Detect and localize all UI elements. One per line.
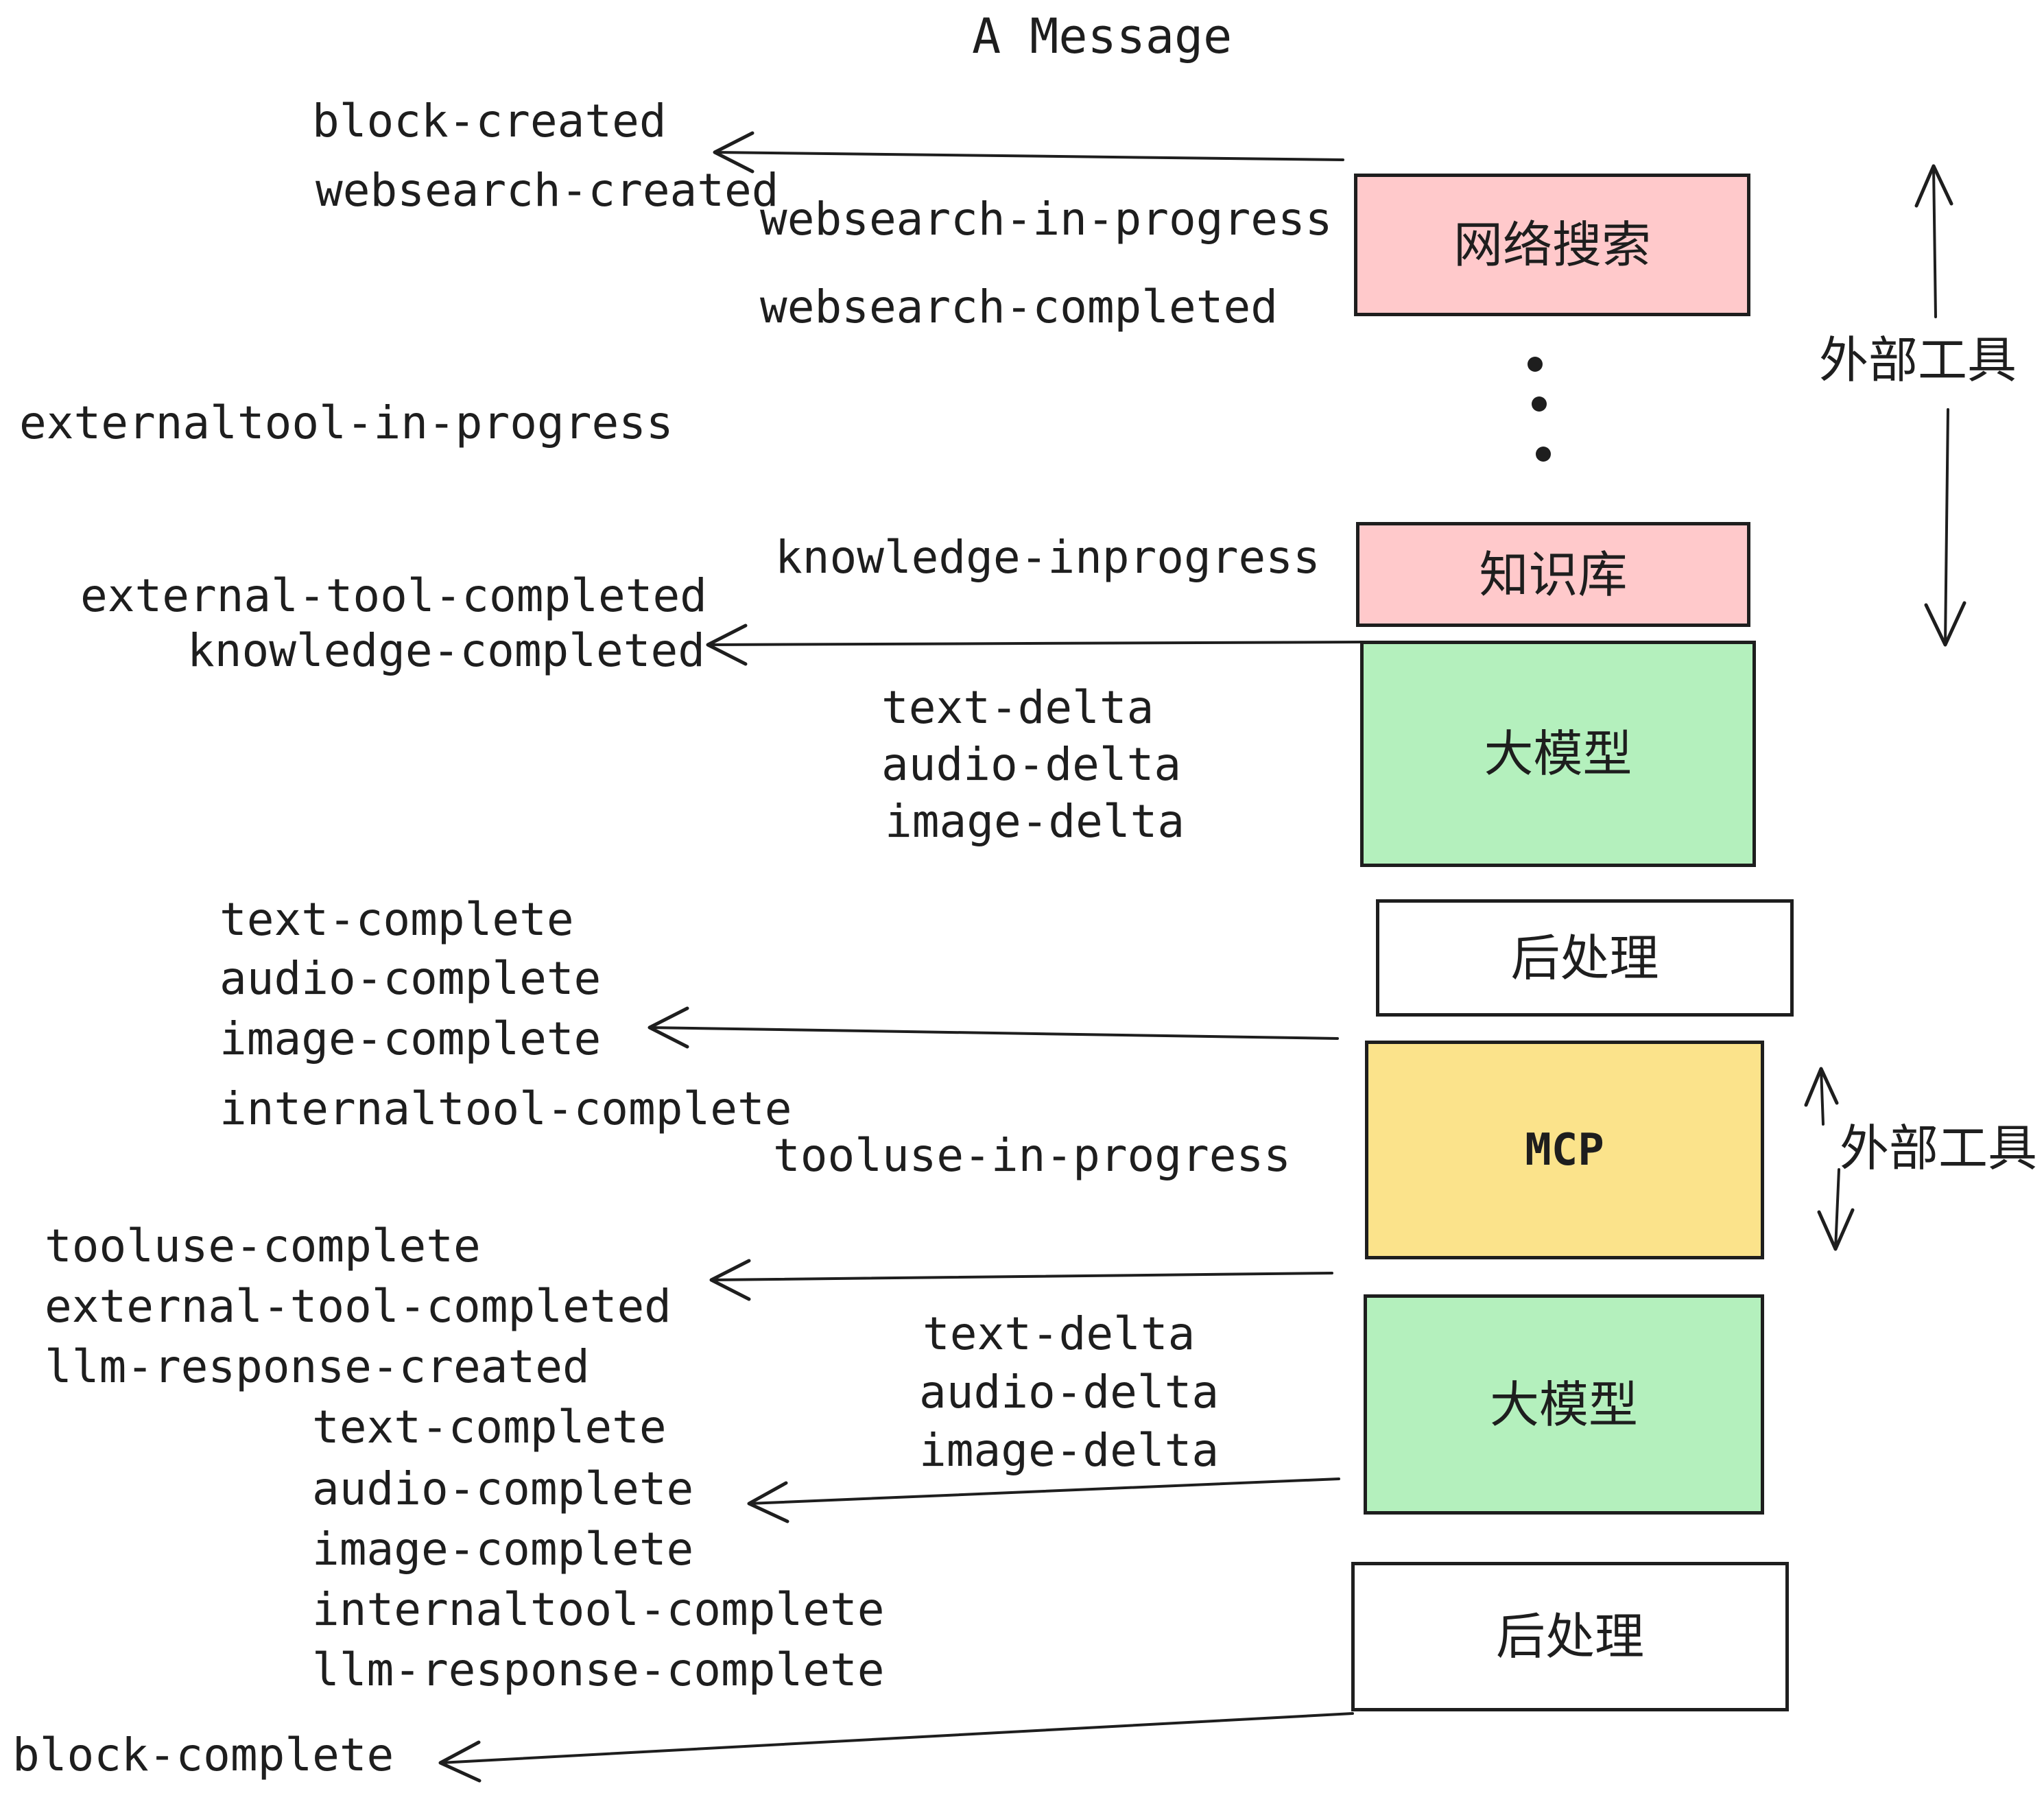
event-knowledge-completed: knowledge-completed [187,624,705,677]
arrow-knowledge-completed [706,624,1363,666]
event-block-complete: block-complete [12,1729,394,1781]
arrow-complete-group-2 [747,1477,1340,1523]
event-websearch-in-progress: websearch-in-progress [760,193,1333,246]
box-mcp: MCP [1365,1041,1764,1259]
event-block-created: block-created [312,95,667,147]
box-llm-2: 大模型 [1364,1294,1764,1515]
event-text-complete-2: text-complete [312,1401,667,1453]
box-mcp-label: MCP [1525,1124,1604,1176]
event-knowledge-inprogress: knowledge-inprogress [775,531,1320,584]
event-tooluse-complete: tooluse-complete [45,1220,481,1272]
box-llm-2-label: 大模型 [1489,1375,1638,1434]
event-websearch-created: websearch-created [316,164,779,217]
event-audio-delta-2: audio-delta [919,1366,1220,1419]
arrow-external-tools-mid-up [1804,1067,1839,1126]
arrow-external-tools-top-up [1914,164,1953,318]
event-llm-response-complete: llm-response-complete [312,1643,885,1696]
box-postprocess-2: 后处理 [1351,1562,1789,1711]
event-text-delta-2: text-delta [923,1307,1196,1360]
label-external-tools-mid: 外部工具 [1840,1119,2038,1177]
event-external-tool-completed-2: external-tool-completed [45,1280,672,1333]
box-knowledge-label: 知识库 [1479,545,1628,604]
event-internaltool-complete-1: internaltool-complete [219,1082,792,1135]
event-audio-complete-2: audio-complete [312,1462,694,1515]
event-tooluse-in-progress: tooluse-in-progress [773,1129,1291,1182]
label-external-tools-top: 外部工具 [1819,331,2017,389]
box-knowledge: 知识库 [1356,522,1750,627]
arrow-block-complete [438,1712,1354,1783]
arrow-tooluse-complete [709,1259,1333,1301]
event-audio-delta-1: audio-delta [881,738,1182,791]
box-websearch-label: 网络搜索 [1453,216,1651,274]
event-externaltool-in-progress: externaltool-in-progress [19,396,674,449]
arrow-block-created [713,131,1344,174]
ellipsis-dot-3 [1536,447,1551,462]
event-internaltool-complete-2: internaltool-complete [312,1583,885,1636]
event-text-delta-1: text-delta [881,681,1154,734]
diagram-title: A Message [972,8,1233,64]
event-image-complete-1: image-complete [219,1012,602,1065]
box-postprocess-2-label: 后处理 [1495,1608,1644,1665]
event-image-complete-2: image-complete [312,1523,694,1576]
box-llm-1: 大模型 [1360,641,1756,867]
arrow-complete-group-1 [647,1006,1339,1049]
event-websearch-completed: websearch-completed [760,281,1278,333]
event-text-complete-1: text-complete [219,893,574,946]
box-websearch: 网络搜索 [1354,174,1750,316]
box-llm-1-label: 大模型 [1484,725,1632,783]
box-postprocess-1-label: 后处理 [1510,929,1659,987]
box-postprocess-1: 后处理 [1376,899,1794,1017]
ellipsis-dot-2 [1532,396,1547,412]
event-image-delta-2: image-delta [919,1424,1220,1477]
event-llm-response-created: llm-response-created [45,1340,590,1393]
arrow-external-tools-top-down [1924,408,1966,647]
arrow-external-tools-mid-down [1817,1168,1855,1251]
ellipsis-dot-1 [1528,357,1543,372]
event-external-tool-completed: external-tool-completed [80,569,707,622]
event-audio-complete-1: audio-complete [219,952,602,1005]
event-image-delta-1: image-delta [885,795,1185,848]
